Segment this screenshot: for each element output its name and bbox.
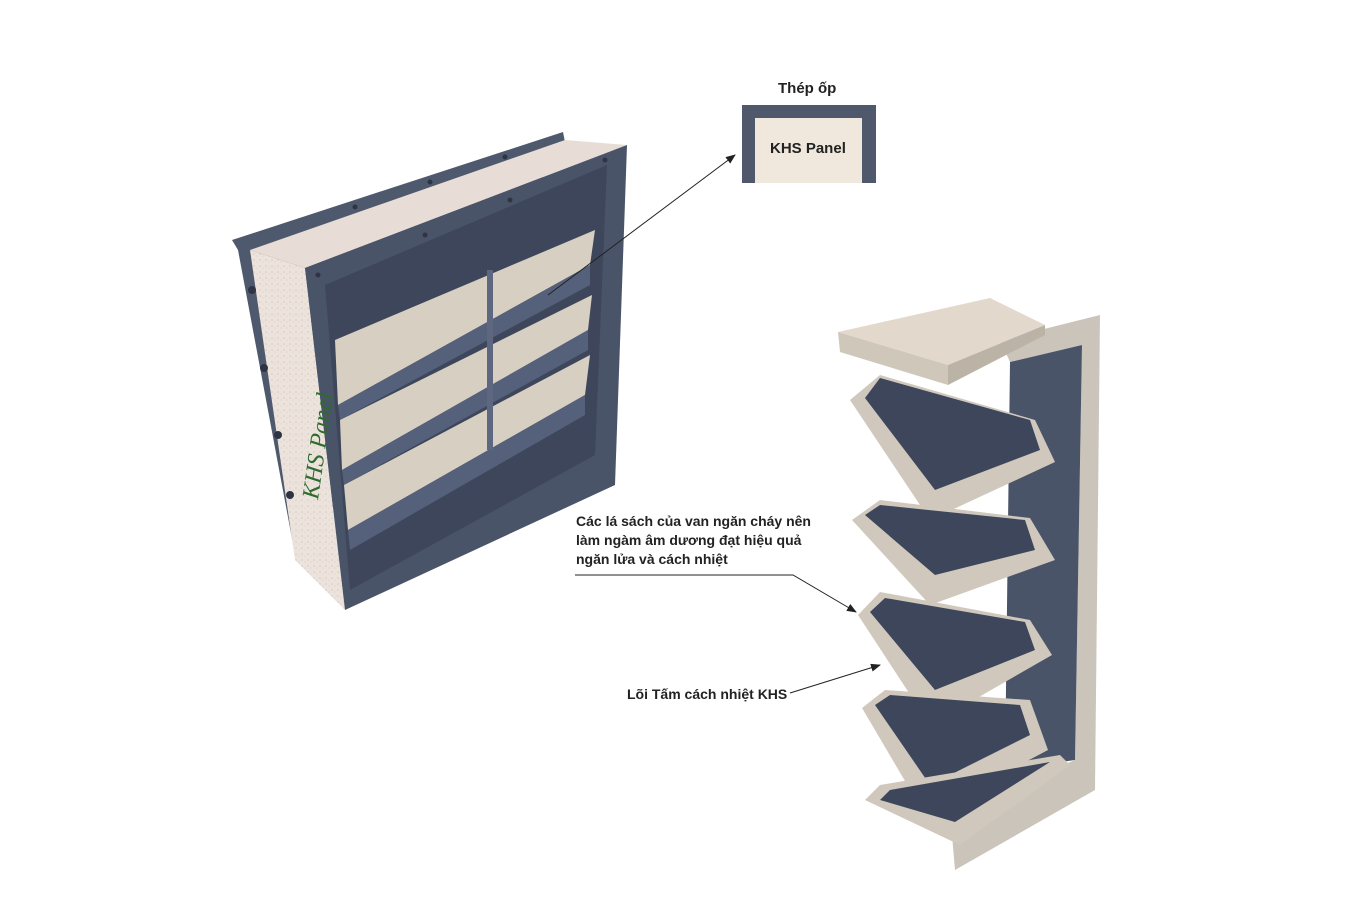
legend-arrow bbox=[547, 154, 736, 296]
blade-note: Các lá sách của van ngăn cháy nên làm ng… bbox=[576, 512, 811, 569]
blade-callout-line bbox=[575, 574, 857, 613]
blades bbox=[335, 230, 595, 550]
core-callout-line bbox=[789, 663, 881, 694]
panel-top bbox=[250, 140, 627, 268]
exploded-damper bbox=[838, 298, 1100, 870]
top-channel bbox=[838, 298, 1045, 385]
legend-title: Thép ốp bbox=[778, 80, 837, 97]
core-note: Lõi Tấm cách nhiệt KHS bbox=[627, 686, 788, 702]
linkage-bar bbox=[487, 270, 493, 450]
bolts bbox=[248, 154, 608, 499]
blade-note-line: Các lá sách của van ngăn cháy nên bbox=[576, 513, 811, 529]
blade-note-line: ngăn lửa và cách nhiệt bbox=[576, 551, 728, 567]
material-legend bbox=[742, 105, 876, 183]
legend-panel-label: KHS Panel bbox=[770, 140, 846, 157]
assembled-damper bbox=[232, 132, 627, 610]
blade-note-line: làm ngàm âm dương đạt hiệu quả bbox=[576, 532, 802, 548]
panel-side bbox=[250, 250, 345, 610]
exploded-blades bbox=[850, 375, 1070, 845]
